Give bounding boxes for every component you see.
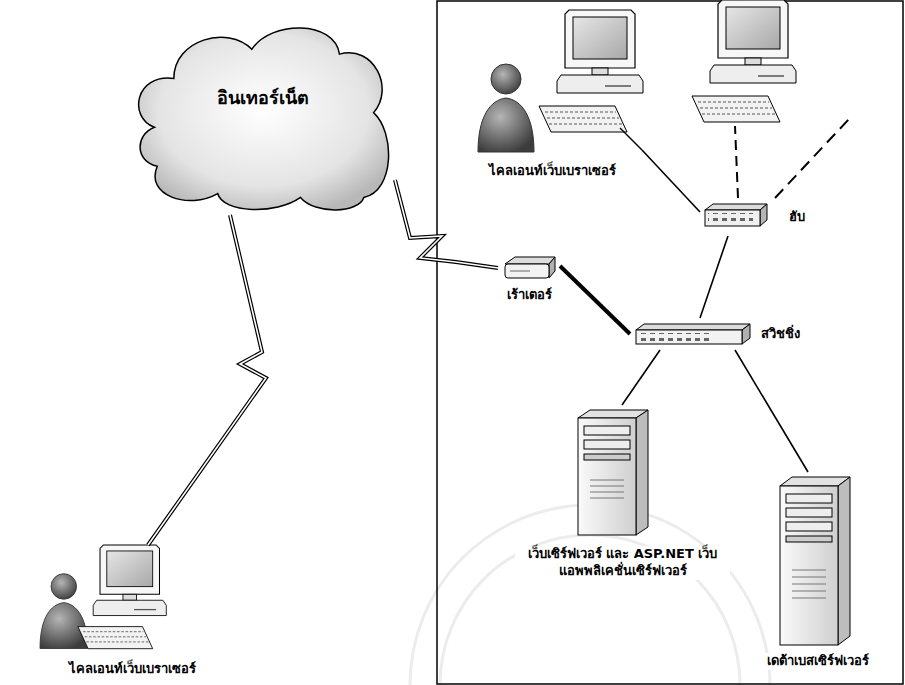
network-cable — [642, 150, 700, 212]
switch-icon — [636, 324, 750, 344]
web-server-icon — [578, 410, 648, 535]
hub-device: ฮับ — [700, 198, 810, 236]
user-figure — [478, 64, 534, 152]
cloud-outline — [130, 20, 395, 215]
dashed-wire — [735, 126, 738, 198]
wireless-link — [148, 215, 266, 545]
device-label: ไคลเอนท์เว็บเบราเซอร์ — [67, 661, 198, 678]
connector-group — [395, 180, 498, 268]
connector-group — [735, 350, 808, 472]
connector-group — [642, 150, 700, 212]
device-label: ไคลเอนท์เว็บเบราเซอร์ — [487, 163, 618, 180]
hub-icon — [705, 204, 767, 226]
router-device: เร้าเตอร์ — [498, 252, 560, 304]
pc-icon — [78, 545, 166, 649]
connector-group — [148, 215, 266, 545]
connector-group — [622, 350, 660, 405]
internet-cloud: อินเทอร์เน็ต — [130, 20, 395, 215]
router-icon — [505, 257, 555, 278]
database-server-icon — [780, 477, 850, 645]
device-label: เว็บเซิร์ฟเวอร์ และ ASP.NET เว็บแอพพลิเค… — [515, 546, 730, 580]
device-label: ฮับ — [787, 209, 807, 226]
device-label: สวิชชิ่ง — [759, 326, 802, 343]
pc-icon — [539, 10, 643, 132]
wireless-link-inner — [395, 180, 498, 268]
device-label: เร้าเตอร์ — [505, 287, 554, 304]
client-station: ไคลเอนท์เว็บเบราเซอร์ — [15, 545, 250, 678]
switch-device: สวิชชิ่ง — [630, 318, 805, 350]
dashed-wire — [775, 118, 850, 198]
wire-stub — [620, 128, 642, 150]
cloud-shape — [139, 28, 389, 210]
client-station: ไคลเอนท์เว็บเบราเซอร์ — [462, 8, 642, 180]
wireless-link — [395, 180, 498, 268]
network-cable — [622, 350, 660, 405]
cloud-label: อินเทอร์เน็ต — [215, 86, 311, 109]
network-cable — [560, 266, 630, 334]
web-server: เว็บเซิร์ฟเวอร์ และ ASP.NET เว็บแอพพลิเค… — [515, 405, 730, 580]
connector-group — [700, 236, 728, 318]
device-label: เดต้าเบสเซิร์ฟเวอร์ — [765, 653, 871, 670]
pc-icon — [692, 0, 796, 122]
network-cable — [700, 236, 728, 318]
wireless-link-inner — [148, 215, 266, 545]
lan-boundary — [437, 1, 903, 684]
user-figure — [40, 574, 88, 649]
connector-group — [560, 266, 630, 334]
database-server: เดต้าเบสเซิร์ฟเวอร์ — [748, 472, 888, 670]
network-cable — [735, 350, 808, 472]
